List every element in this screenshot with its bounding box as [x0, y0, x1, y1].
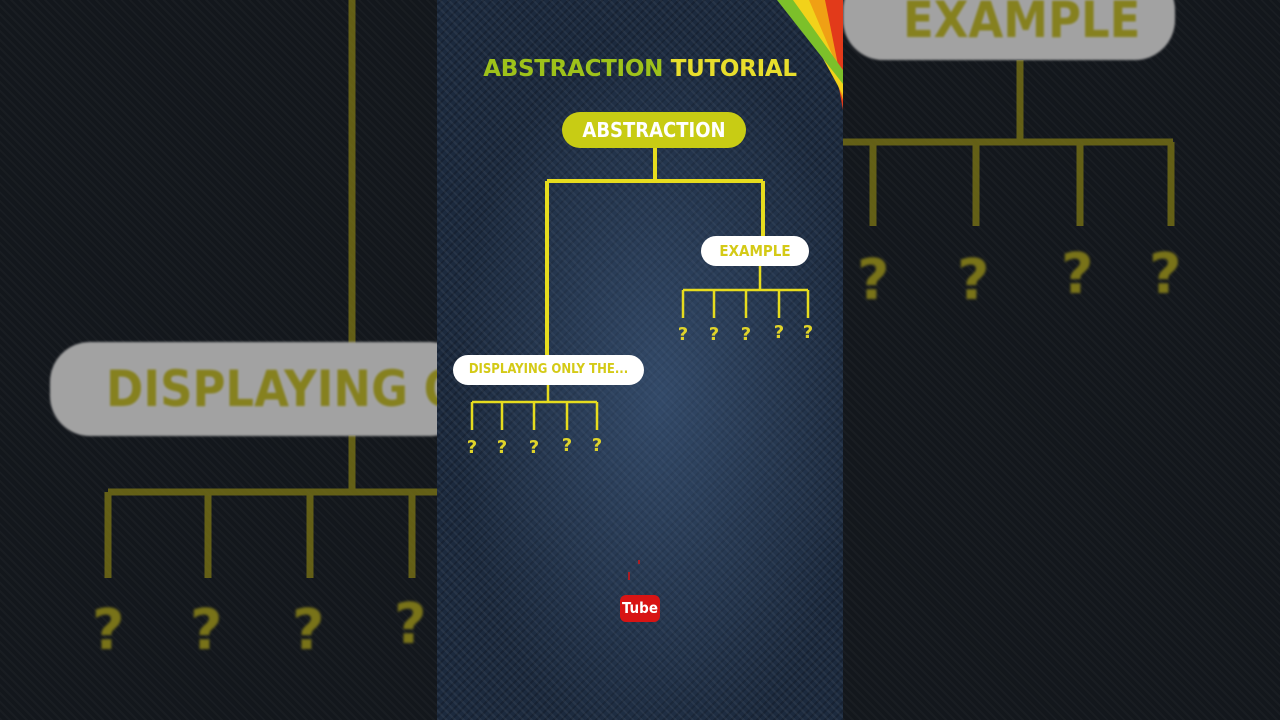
title-part-tutorial: TUTORIAL	[670, 56, 797, 82]
example-child-question-5: ?	[802, 322, 814, 343]
display-child-question-5: ?	[591, 435, 603, 456]
left-blurred-label: DISPLAYING ONL	[50, 342, 437, 436]
display-child-question-1: ?	[466, 437, 478, 458]
abstraction-root-node: ABSTRACTION	[562, 112, 746, 148]
example-child-question-3: ?	[740, 324, 752, 345]
display-child-question-2: ?	[496, 437, 508, 458]
example-child-question-1: ?	[677, 324, 689, 345]
left-ghost-question-2: ?	[190, 598, 223, 663]
right-shade	[843, 0, 1280, 720]
left-shade	[0, 0, 437, 720]
right-ghost-question-3: ?	[1061, 242, 1094, 307]
left-background-tree	[104, 0, 437, 578]
right-ghost-question-4: ?	[1149, 242, 1182, 307]
right-ghost-question-1: ?	[857, 248, 890, 313]
youtube-icon: Tube	[620, 595, 660, 622]
example-child-question-4: ?	[773, 322, 785, 343]
title-part-abstraction: ABSTRACTION	[483, 56, 664, 82]
left-ghost-question-4: ?	[394, 592, 427, 657]
youtube-logo-fragment	[628, 560, 640, 580]
corner-ribbon-decoration	[777, 0, 843, 110]
right-blurred-background: EXAMPLE ? ? ? ?	[843, 0, 1280, 720]
display-child-question-3: ?	[528, 437, 540, 458]
video-frame: ABSTRACTION TUTORIAL ABSTRACTION EX	[437, 0, 843, 720]
left-ghost-question-1: ?	[92, 598, 125, 663]
displaying-only-node: DISPLAYING ONLY THE...	[453, 355, 644, 385]
right-ghost-question-2: ?	[957, 248, 990, 313]
tree-connectors	[470, 148, 810, 430]
left-blurred-background: DISPLAYING ONL ? ? ? ?	[0, 0, 437, 720]
tutorial-title: ABSTRACTION TUTORIAL	[437, 56, 843, 82]
right-blurred-label: EXAMPLE	[843, 0, 1175, 60]
example-child-question-2: ?	[708, 324, 720, 345]
right-background-tree	[843, 60, 1175, 226]
example-node: EXAMPLE	[701, 236, 809, 266]
display-child-question-4: ?	[561, 435, 573, 456]
left-ghost-question-3: ?	[292, 598, 325, 663]
